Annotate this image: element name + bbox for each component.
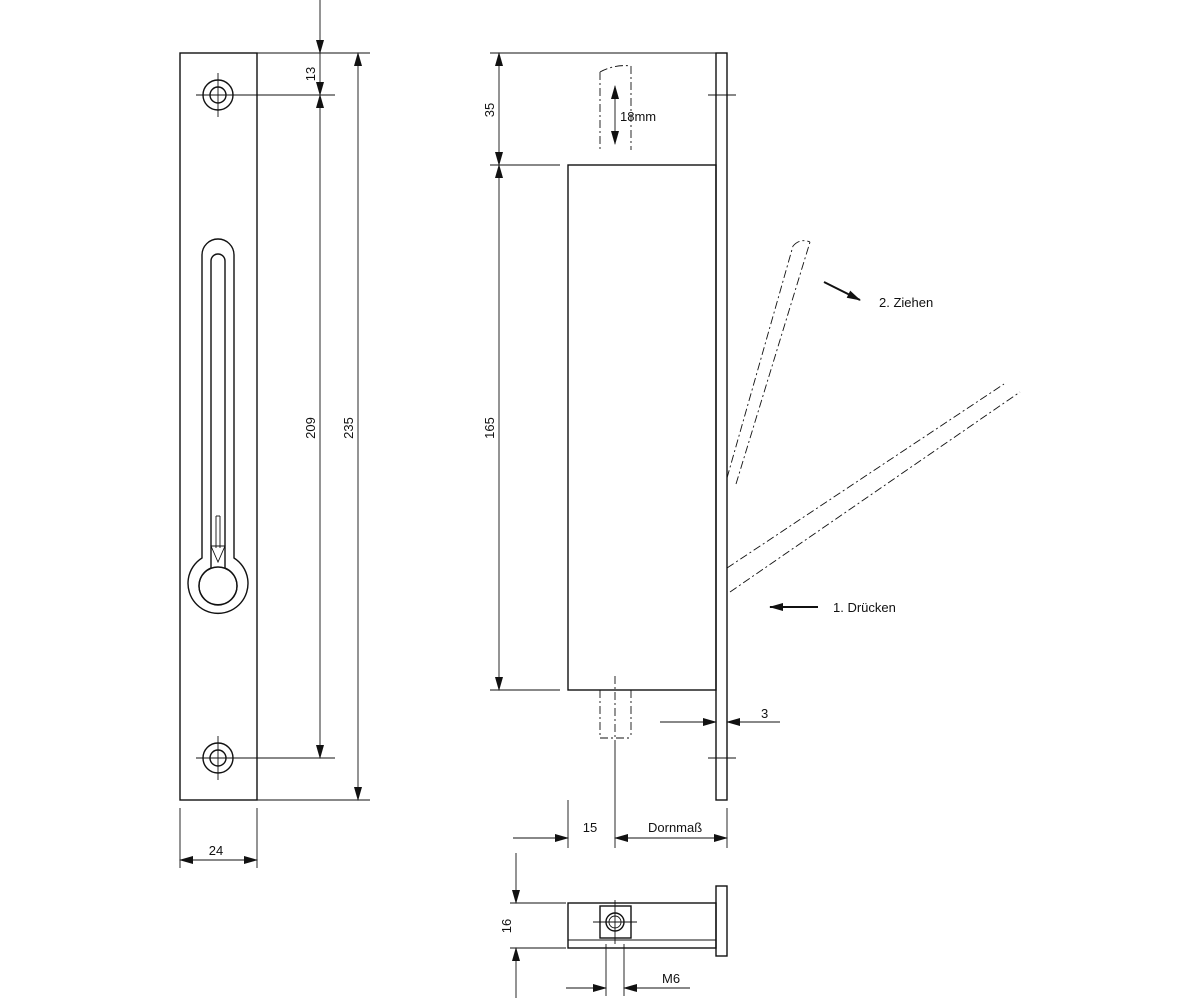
- label-push: 1. Drücken: [833, 600, 896, 615]
- slide-down-arrow: [210, 515, 226, 564]
- bolt-bottom: [599, 676, 632, 748]
- dim-24: [179, 808, 258, 868]
- label-18mm: 18mm: [620, 109, 656, 124]
- label-35: 35: [482, 103, 497, 117]
- label-16: 16: [499, 919, 514, 933]
- faceplate-section: [715, 885, 728, 957]
- label-13: 13: [303, 67, 318, 81]
- side-view: 18mm 35 165 3 15 Dornmaß: [482, 52, 1021, 848]
- case-section: [567, 902, 717, 949]
- front-plate-view: 13 209 235 24: [179, 0, 370, 868]
- label-235: 235: [341, 417, 356, 439]
- bolt-top: [599, 65, 632, 150]
- label-m6: M6: [662, 971, 680, 986]
- label-15: 15: [583, 820, 597, 835]
- label-165: 165: [482, 417, 497, 439]
- pull-arrow: [823, 281, 861, 301]
- label-dornmass: Dornmaß: [648, 820, 702, 835]
- instruction-push: 1. Drücken: [769, 600, 896, 615]
- label-pull: 2. Ziehen: [879, 295, 933, 310]
- bottom-screw-hole: [196, 736, 240, 780]
- lever-positions: [726, 240, 1021, 593]
- faceplate: [715, 52, 728, 801]
- instruction-pull: 2. Ziehen: [823, 281, 933, 310]
- top-screw-hole: [196, 73, 240, 117]
- front-plate: [179, 52, 258, 801]
- label-3: 3: [761, 706, 768, 721]
- bottom-view: 16 M6: [499, 853, 728, 998]
- lock-case: [567, 164, 717, 691]
- label-24: 24: [209, 843, 223, 858]
- label-209: 209: [303, 417, 318, 439]
- pull-ring-slot: [187, 238, 249, 615]
